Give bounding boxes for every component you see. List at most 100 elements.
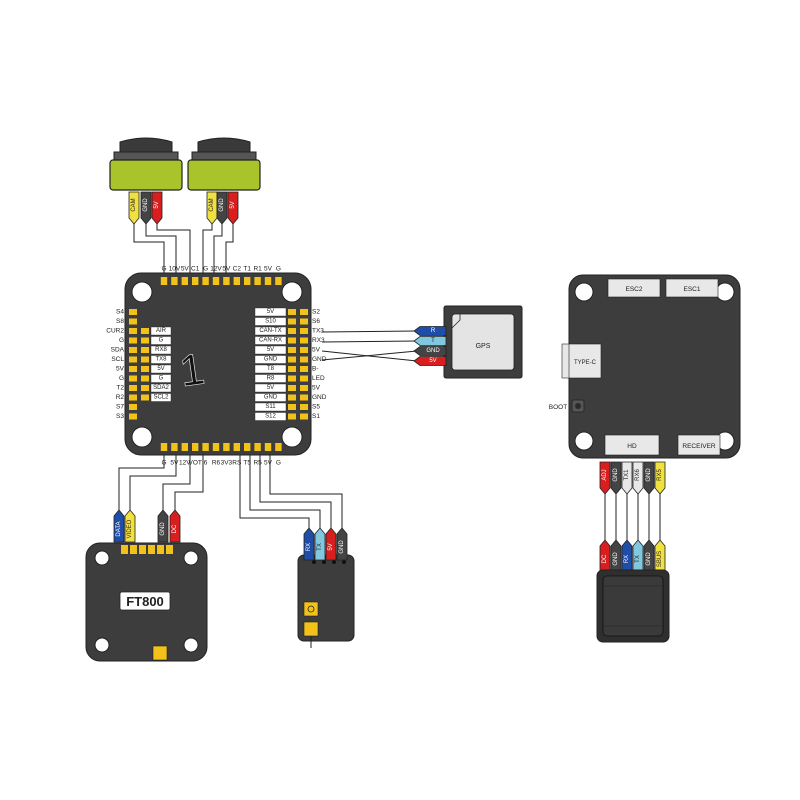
fc-pad — [300, 337, 308, 344]
receiver-module — [297, 554, 355, 648]
pin-label: 10V — [169, 266, 181, 273]
connector-label: TX — [317, 543, 323, 551]
fc-pad — [244, 443, 251, 451]
connector-sbus: SBUS — [654, 539, 666, 573]
pin-label: S7 — [116, 404, 124, 411]
pin-label: T5 — [243, 460, 251, 467]
connector-rx5: RX5 — [654, 461, 666, 495]
pin-label: B- — [312, 366, 319, 373]
fc-pad — [223, 443, 230, 451]
fc-pad — [129, 318, 137, 325]
connector-adj: ADJ — [599, 461, 611, 495]
pin-label: G — [276, 460, 281, 467]
pin-label: 3V3 — [221, 460, 233, 467]
connector-label: 5V — [328, 543, 334, 550]
pin-label: S2 — [312, 309, 320, 316]
pin-label-box — [254, 326, 287, 336]
pin-label-box — [254, 364, 287, 374]
pin-label-box — [150, 364, 172, 374]
fc-pad — [254, 443, 261, 451]
connector-gnd: GND — [643, 461, 655, 495]
fc-pad — [212, 277, 220, 285]
fc-pad — [275, 277, 282, 285]
pin-label: 5V — [267, 347, 274, 353]
pin-label: AIR — [156, 328, 167, 334]
pin-label: 6 — [204, 460, 208, 467]
pin-label: TX3 — [312, 328, 324, 335]
fc-pad — [160, 277, 168, 285]
connector-label: RX — [306, 543, 312, 551]
vtx-pad — [148, 545, 155, 554]
connector-gnd: GND — [643, 539, 655, 573]
esc2-label: ESC2 — [626, 286, 643, 293]
pin-label-box — [150, 336, 172, 345]
connector-5v: 5V — [227, 191, 239, 225]
connector-gnd: GND — [413, 346, 447, 356]
fc-pad — [288, 375, 296, 382]
fc-pad — [288, 366, 296, 372]
gps-label: GPS — [476, 343, 491, 350]
fc-pad — [141, 347, 149, 353]
fc-pad — [192, 277, 199, 285]
esc1-label: ESC1 — [684, 286, 701, 293]
fc-pad — [141, 328, 149, 334]
pin-label: C2 — [233, 266, 242, 273]
fc-pad — [160, 443, 168, 451]
pin-label-box — [254, 374, 287, 383]
fc-pad — [300, 328, 308, 334]
connector-label: DC — [172, 524, 178, 533]
fc-pad — [141, 385, 149, 391]
connector-label: SBUS — [657, 551, 663, 567]
connector-label: GND — [143, 198, 149, 212]
pin-label: R6 — [212, 460, 221, 467]
pin-label: GND — [312, 394, 327, 401]
vtx-ft800: FT800 — [85, 542, 208, 662]
pin-label: R1 — [253, 266, 262, 273]
fc-pad — [300, 404, 308, 410]
pin-label-box — [150, 355, 172, 364]
pin-label: G — [119, 375, 124, 382]
connector-rx6: RX6 — [632, 461, 644, 495]
fc-pad — [171, 443, 178, 451]
connector-data: DATA — [113, 509, 125, 543]
pin-label: G — [161, 266, 166, 273]
pin-label: R8 — [267, 376, 275, 382]
pin-label-box — [254, 412, 287, 421]
fc-pad — [300, 394, 308, 401]
connector-label: DATA — [116, 521, 122, 536]
connector-dc: DC — [169, 509, 181, 543]
connector-label: ADJ — [602, 469, 608, 480]
connector-5v: 5V — [413, 356, 447, 366]
fc-pad — [254, 277, 261, 285]
connector-label: GND — [219, 198, 225, 212]
pin-label: 5V — [267, 385, 274, 391]
connector-label: TX1 — [624, 469, 630, 481]
pin-label: S12 — [265, 414, 276, 420]
pin-label: T1 — [243, 266, 251, 273]
fc-pad — [129, 309, 137, 315]
fc-pad — [223, 277, 230, 285]
connector-label: 5V — [230, 201, 236, 208]
pin-label: GND — [312, 356, 327, 363]
pin-label: G — [119, 337, 124, 344]
connector-video: VIDEO — [124, 509, 136, 543]
pin-label: 5V — [312, 347, 321, 354]
fc-pad — [288, 318, 296, 325]
fc-pad — [129, 385, 137, 391]
pin-label: 12V — [210, 266, 222, 273]
connector-label: GND — [613, 552, 619, 566]
fc-pad — [288, 337, 296, 344]
connector-label: 5V — [154, 201, 160, 208]
esc-board: ESC2 ESC1 TYPE-C BOOT HD RECEIVER — [549, 274, 741, 459]
fc-pad — [300, 318, 308, 325]
pin-label: SDA2 — [153, 385, 169, 391]
pin-label: 5V — [264, 460, 273, 467]
connector-label: RX5 — [657, 469, 663, 481]
fc-pad — [181, 277, 188, 285]
pin-label: S4 — [116, 309, 124, 316]
fc-pad — [264, 277, 272, 285]
